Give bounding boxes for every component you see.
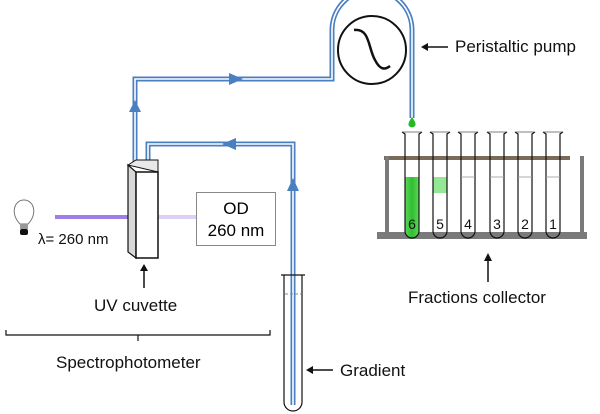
flow-arrow-right-icon	[229, 73, 243, 85]
gradient-tube	[281, 274, 305, 412]
tube-number: 1	[549, 216, 557, 232]
gradient-label: Gradient	[340, 361, 406, 380]
od-wavelength: 260 nm	[207, 221, 265, 240]
fraction-tubes: 6 5 4 3 2 1	[401, 131, 564, 239]
sample-liquid	[405, 177, 419, 238]
fractions-collector-label: Fractions collector	[408, 288, 546, 307]
transmitted-beam	[156, 215, 196, 219]
peristaltic-pump-label: Peristaltic pump	[455, 37, 576, 56]
fraction-tube-4: 4	[457, 131, 479, 239]
fraction-tube-2: 2	[514, 131, 536, 239]
peristaltic-pump-icon	[337, 15, 407, 85]
light-bulb-icon	[13, 199, 35, 235]
uv-cuvette	[126, 159, 159, 260]
tube-number: 5	[436, 216, 444, 232]
uv-cuvette-label: UV cuvette	[94, 296, 178, 315]
light-beam	[55, 215, 130, 219]
tube-number: 4	[464, 216, 472, 232]
sample-liquid	[433, 177, 447, 193]
fraction-tube-6: 6	[401, 131, 423, 239]
fraction-tube-3: 3	[486, 131, 508, 239]
fraction-tube-5: 5	[429, 131, 451, 239]
tubing-to-pump	[132, 0, 415, 165]
tube-number: 6	[408, 216, 416, 232]
od-readout: OD 260 nm	[196, 192, 276, 246]
flow-arrow-up-icon	[129, 100, 141, 112]
wavelength-label: λ= 260 nm	[38, 231, 109, 248]
od-label: OD	[223, 199, 249, 218]
drop-icon	[408, 117, 416, 128]
fraction-tube-1: 1	[542, 131, 564, 239]
flow-arrow-left-icon	[222, 138, 236, 150]
tube-number: 2	[521, 216, 529, 232]
spectrophotometer-label: Spectrophotometer	[56, 353, 201, 372]
tube-number: 3	[493, 216, 501, 232]
test-tube-rack	[377, 156, 587, 239]
spectrophotometer-bracket	[5, 330, 271, 341]
flow-arrow-up-icon	[287, 178, 299, 191]
